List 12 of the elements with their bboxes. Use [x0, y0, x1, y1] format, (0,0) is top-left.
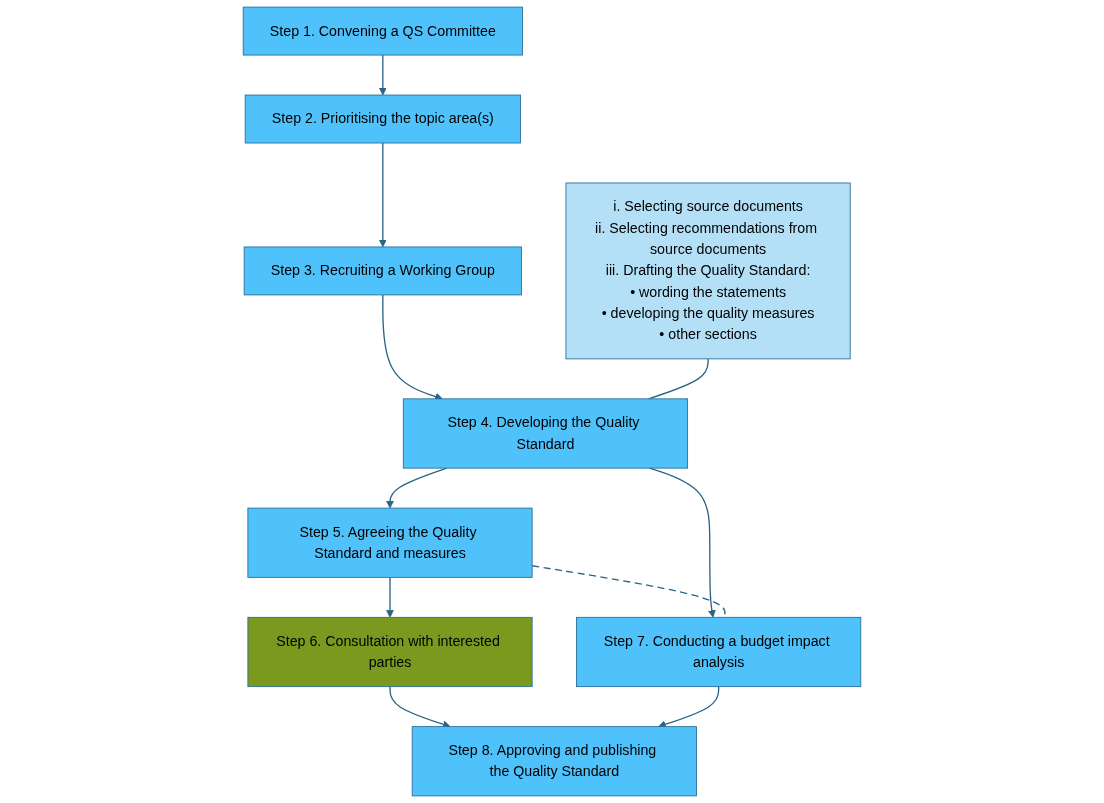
node-box: Step 4. Developing the Quality Standard — [402, 398, 688, 469]
node-box: Step 7. Conducting a budget impact analysis — [576, 616, 862, 688]
node-box: Step 3. Recruiting a Working Group — [243, 246, 522, 296]
node-box: Step 2. Prioritising the topic area(s) — [244, 94, 521, 144]
arrow — [378, 142, 387, 248]
arrow — [378, 54, 387, 96]
arrow — [386, 576, 394, 618]
node-box: Step 5. Agreeing the Quality Standard and measures — [247, 507, 533, 578]
node-box: Step 8. Approving and publishing the Quality Standard — [411, 726, 697, 797]
node-box: Step 1. Convening a QS Committee — [242, 6, 523, 56]
node-box: i. Selecting source documents ii. Selecting recommendations from source documents iii. Drafting the Quality Standard: • wording the statements • developing the quality measures • other sections — [565, 182, 851, 360]
node-box: Step 6. Consultation with interested parties — [247, 616, 533, 688]
